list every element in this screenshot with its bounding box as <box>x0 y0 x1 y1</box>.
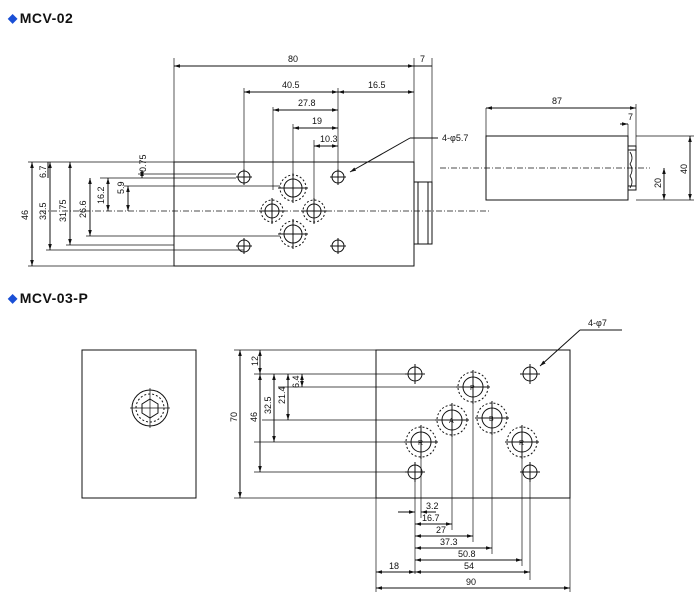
dim-label: 16.5 <box>368 80 386 90</box>
dim-label: 5.9 <box>116 181 126 194</box>
dim-label: 46 <box>20 210 30 220</box>
dim-label: 18 <box>389 561 399 571</box>
mcv03-ports <box>404 370 539 459</box>
mcv03-mounting-holes <box>405 364 540 482</box>
dim-label: 21.4 <box>277 386 287 404</box>
hole-callout: 4-φ7 <box>588 318 607 328</box>
dim-label: 3.2 <box>426 501 439 511</box>
dim-label: 54 <box>464 561 474 571</box>
dim-label: 87 <box>552 96 562 106</box>
dim-label: 16.7 <box>422 513 440 523</box>
section-title-text: MCV-03-P <box>19 290 89 306</box>
mcv02-dimension-labels: 80 7 40.5 16.5 27.8 19 10.3 4-φ5.7 0.75 … <box>20 54 468 222</box>
mcv02-mounting-holes <box>236 169 346 254</box>
dim-label: 37.3 <box>440 537 458 547</box>
dim-label: 32.5 <box>263 396 273 414</box>
dim-label: 70 <box>229 412 239 422</box>
mcv02-side-labels: 87 7 40 20 <box>552 96 689 188</box>
mcv02-body <box>173 161 415 267</box>
dim-label: 31.75 <box>58 199 68 222</box>
dim-label: 27.8 <box>298 98 316 108</box>
dim-label: 80 <box>288 54 298 64</box>
hole-callout: 4-φ5.7 <box>442 133 468 143</box>
port-label-p: P <box>470 385 475 392</box>
mcv02-ports <box>259 173 327 249</box>
diamond-icon: ◆ <box>8 11 18 25</box>
dim-label: 26.6 <box>78 200 88 218</box>
dim-label: 19 <box>312 116 322 126</box>
diamond-icon: ◆ <box>8 291 18 305</box>
mcv02-nut <box>413 181 433 245</box>
port-label-r: R <box>418 440 423 447</box>
mcv03-labels: 4-φ7 12 6.4 21.4 32.5 46 70 3.2 16.7 27 … <box>229 318 607 587</box>
dim-label: 7 <box>420 54 425 64</box>
mcv03-side-body <box>81 349 197 499</box>
mcv02-front-view <box>28 58 490 267</box>
dim-label: 20 <box>653 178 663 188</box>
section-title-mcv02: ◆ MCV-02 <box>8 10 73 26</box>
port-label-r: R <box>519 440 524 447</box>
dim-label: 32.5 <box>38 202 48 220</box>
port-label-b: B <box>489 416 494 423</box>
dim-label: 10.3 <box>320 134 338 144</box>
mcv03-left-view <box>81 349 197 499</box>
dim-label: 0.75 <box>138 154 148 172</box>
section-title-text: MCV-02 <box>19 10 74 26</box>
dim-label: 90 <box>466 577 476 587</box>
dim-label: 27 <box>436 525 446 535</box>
dim-label: 7 <box>628 112 633 122</box>
dim-label: 16.2 <box>96 186 106 204</box>
dim-label: 6.7 <box>38 165 48 178</box>
dim-label: 46 <box>249 412 259 422</box>
dim-label: 40 <box>679 164 689 174</box>
dim-label: 6.4 <box>291 375 301 388</box>
dim-label: 12 <box>250 356 260 366</box>
dim-label: 50.8 <box>458 549 476 559</box>
dim-label: 40.5 <box>282 80 300 90</box>
port-label-a: A <box>449 418 454 425</box>
mcv03-main-view <box>234 329 622 592</box>
section-title-mcv03: ◆ MCV-03-P <box>8 290 88 306</box>
mcv02-side-view <box>440 104 694 201</box>
